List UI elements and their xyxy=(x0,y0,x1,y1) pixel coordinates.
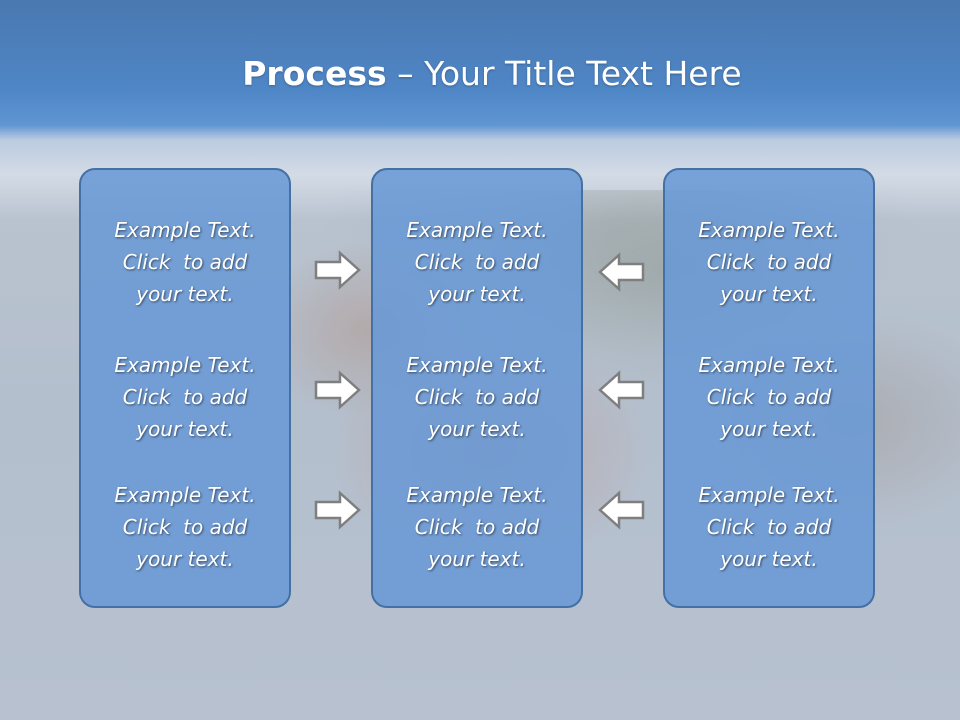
box-text[interactable]: Example Text. Click to add your text. xyxy=(114,483,256,571)
arrow-right-icon xyxy=(314,370,361,410)
arrow-right-icon xyxy=(314,250,361,290)
arrow-left-icon xyxy=(598,490,645,530)
arrow-right-icon xyxy=(314,490,361,530)
box-text[interactable]: Example Text. Click to add your text. xyxy=(698,218,840,306)
title-bold-word: Process xyxy=(242,54,387,93)
box-text[interactable]: Example Text. Click to add your text. xyxy=(698,483,840,571)
process-box-middle[interactable]: Example Text. Click to add your text. Ex… xyxy=(371,168,583,608)
arrow-left-icon xyxy=(598,370,645,410)
box-text[interactable]: Example Text. Click to add your text. xyxy=(406,483,548,571)
box-text[interactable]: Example Text. Click to add your text. xyxy=(114,218,256,306)
arrow-left-icon xyxy=(598,252,645,292)
process-box-right[interactable]: Example Text. Click to add your text. Ex… xyxy=(663,168,875,608)
box-text[interactable]: Example Text. Click to add your text. xyxy=(698,353,840,441)
slide-title[interactable]: Process – Your Title Text Here xyxy=(0,52,960,96)
box-text[interactable]: Example Text. Click to add your text. xyxy=(114,353,256,441)
box-text[interactable]: Example Text. Click to add your text. xyxy=(406,353,548,441)
title-rest: – Your Title Text Here xyxy=(386,54,742,93)
process-box-left[interactable]: Example Text. Click to add your text. Ex… xyxy=(79,168,291,608)
box-text[interactable]: Example Text. Click to add your text. xyxy=(406,218,548,306)
